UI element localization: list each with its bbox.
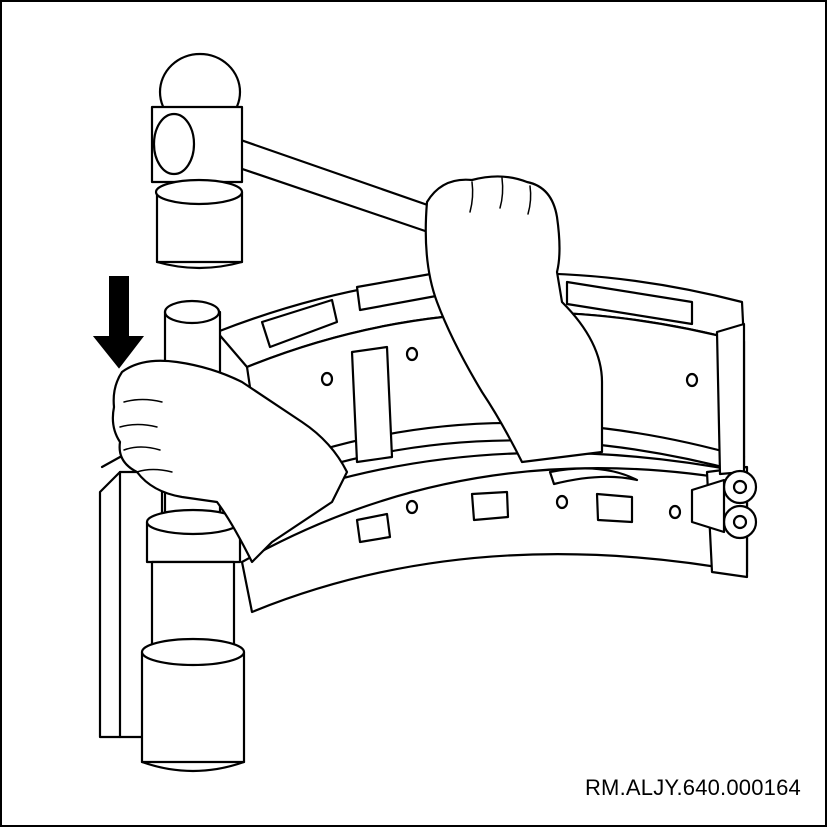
hammer-icon xyxy=(150,52,444,270)
down-arrow-icon xyxy=(92,276,145,369)
figure-reference-code: RM.ALJY.640.000164 xyxy=(584,775,801,800)
hand-icon xyxy=(424,175,604,464)
hand-icon xyxy=(111,359,349,564)
